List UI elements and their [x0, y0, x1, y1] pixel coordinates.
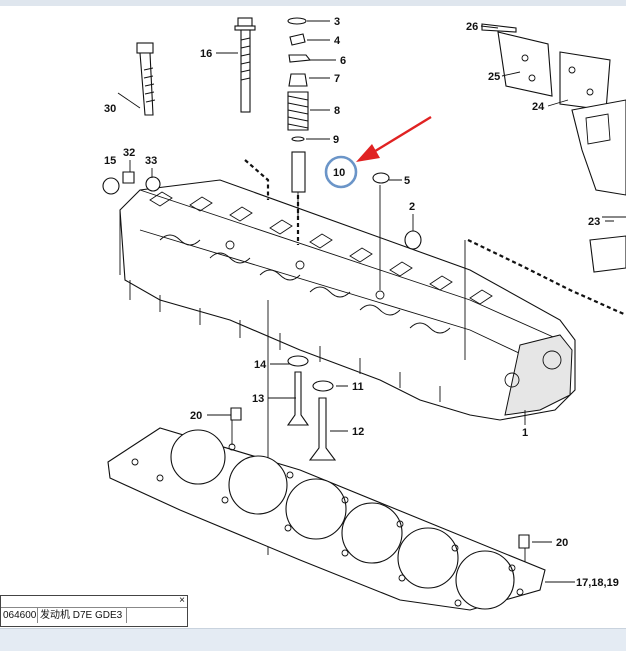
callout-13: 13 [252, 393, 264, 405]
window-top-edge [0, 0, 626, 6]
callout-23: 23 [588, 216, 600, 228]
bolt-30 [136, 42, 156, 116]
valve-12 [308, 397, 337, 461]
part-info-row[interactable]: 064600 发动机 D7E GDE3 [1, 607, 187, 623]
washer-33 [145, 176, 161, 192]
bolt-16 [234, 17, 256, 113]
leader-lines [117, 20, 614, 583]
cylinder-head-block [119, 179, 576, 421]
part-number-cell: 064600 [1, 607, 38, 623]
callout-5: 5 [404, 175, 410, 187]
window-bottom-bar [0, 628, 626, 651]
bracket-parts-right [481, 23, 626, 273]
callout-20-left: 20 [190, 410, 202, 422]
callout-3: 3 [334, 16, 340, 28]
callout-9: 9 [333, 134, 339, 146]
close-icon[interactable]: × [179, 595, 185, 606]
guide-line-dashed [467, 239, 626, 317]
valve-seal-5 [372, 172, 390, 184]
callout-33: 33 [145, 155, 157, 167]
callout-11: 11 [352, 381, 364, 393]
callout-4: 4 [334, 35, 341, 47]
washer-15 [102, 177, 120, 195]
callout-20-right: 20 [556, 537, 568, 549]
callout-6: 6 [340, 55, 346, 67]
red-pointer-arrow [356, 115, 432, 162]
callout-1: 1 [522, 427, 528, 439]
part-info-box: × 064600 发动机 D7E GDE3 [0, 595, 188, 627]
dowel-20-right [518, 534, 530, 549]
seal-11 [312, 380, 334, 392]
seal-14 [287, 355, 309, 367]
callout-2: 2 [409, 201, 415, 213]
callout-14: 14 [254, 359, 267, 371]
description-cell: 发动机 D7E GDE3 [38, 607, 127, 623]
callout-25: 25 [488, 71, 500, 83]
callout-16: 16 [200, 48, 212, 60]
head-gasket [107, 427, 546, 611]
callout-17-18-19: 17,18,19 [576, 577, 619, 589]
callout-15: 15 [104, 155, 116, 167]
callout-24: 24 [532, 101, 545, 113]
guide-line-dashed-left [244, 159, 270, 200]
callout-26: 26 [466, 21, 478, 33]
valve-stack [287, 17, 312, 218]
callout-10: 10 [333, 167, 345, 179]
callout-7: 7 [334, 73, 340, 85]
plug-2 [404, 230, 422, 250]
callout-labels: 1 2 3 4 5 6 7 8 9 10 11 12 13 14 15 16 1… [104, 16, 619, 589]
highlight-ring [324, 155, 358, 189]
guide-line-vertical [231, 185, 526, 590]
dowel-20-left [230, 407, 242, 421]
callout-32: 32 [123, 147, 135, 159]
extra-cell [127, 607, 187, 623]
valve-13 [286, 371, 310, 426]
callout-8: 8 [334, 105, 340, 117]
callout-12: 12 [352, 426, 364, 438]
callout-30: 30 [104, 103, 116, 115]
bolt-32 [122, 171, 135, 184]
